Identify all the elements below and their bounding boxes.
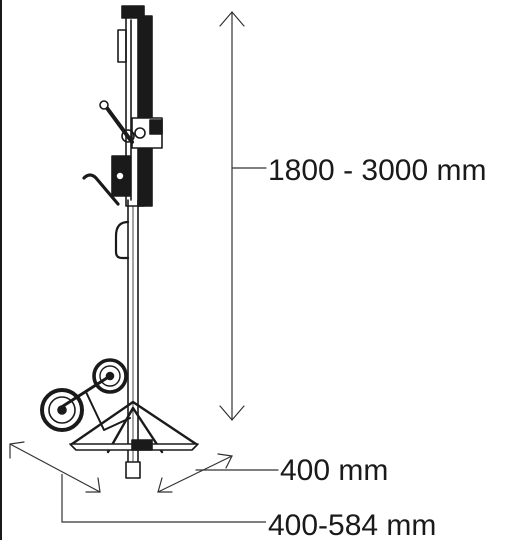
height-dimension-label: 1800 - 3000 mm [268, 154, 487, 187]
axle-strut [85, 391, 131, 431]
base-arrow-left-a [9, 441, 25, 459]
carriage-knob [149, 119, 163, 135]
height-arrow-bottom [219, 405, 245, 421]
base-clamp [131, 439, 153, 451]
column-top-cap [121, 5, 145, 19]
column-bracket [117, 29, 127, 63]
height-dimension [219, 11, 267, 421]
lever-knob [99, 100, 109, 110]
carriage-bolt [134, 127, 146, 139]
mast-foot [125, 461, 141, 479]
tripod-legs [70, 400, 198, 454]
base-width-dimension [9, 441, 279, 493]
lever-handle [102, 102, 134, 144]
base-arrow-right-a [157, 477, 173, 493]
drill-stand-illustration [40, 5, 199, 479]
base-arrow-left-b [85, 477, 101, 493]
carriage-hub [121, 129, 135, 143]
wheel-rear [92, 358, 128, 394]
base-width-label: 400 mm [280, 454, 389, 487]
base-arrow-right-b [217, 453, 233, 469]
wheel-front [40, 388, 84, 432]
feed-gear [115, 171, 125, 181]
column-rack [137, 15, 153, 207]
track-width-dimension [61, 474, 266, 523]
carry-handle [114, 220, 130, 260]
track-width-label: 400-584 mm [268, 509, 437, 542]
feed-arm [82, 173, 120, 206]
height-arrow-top [219, 11, 245, 27]
